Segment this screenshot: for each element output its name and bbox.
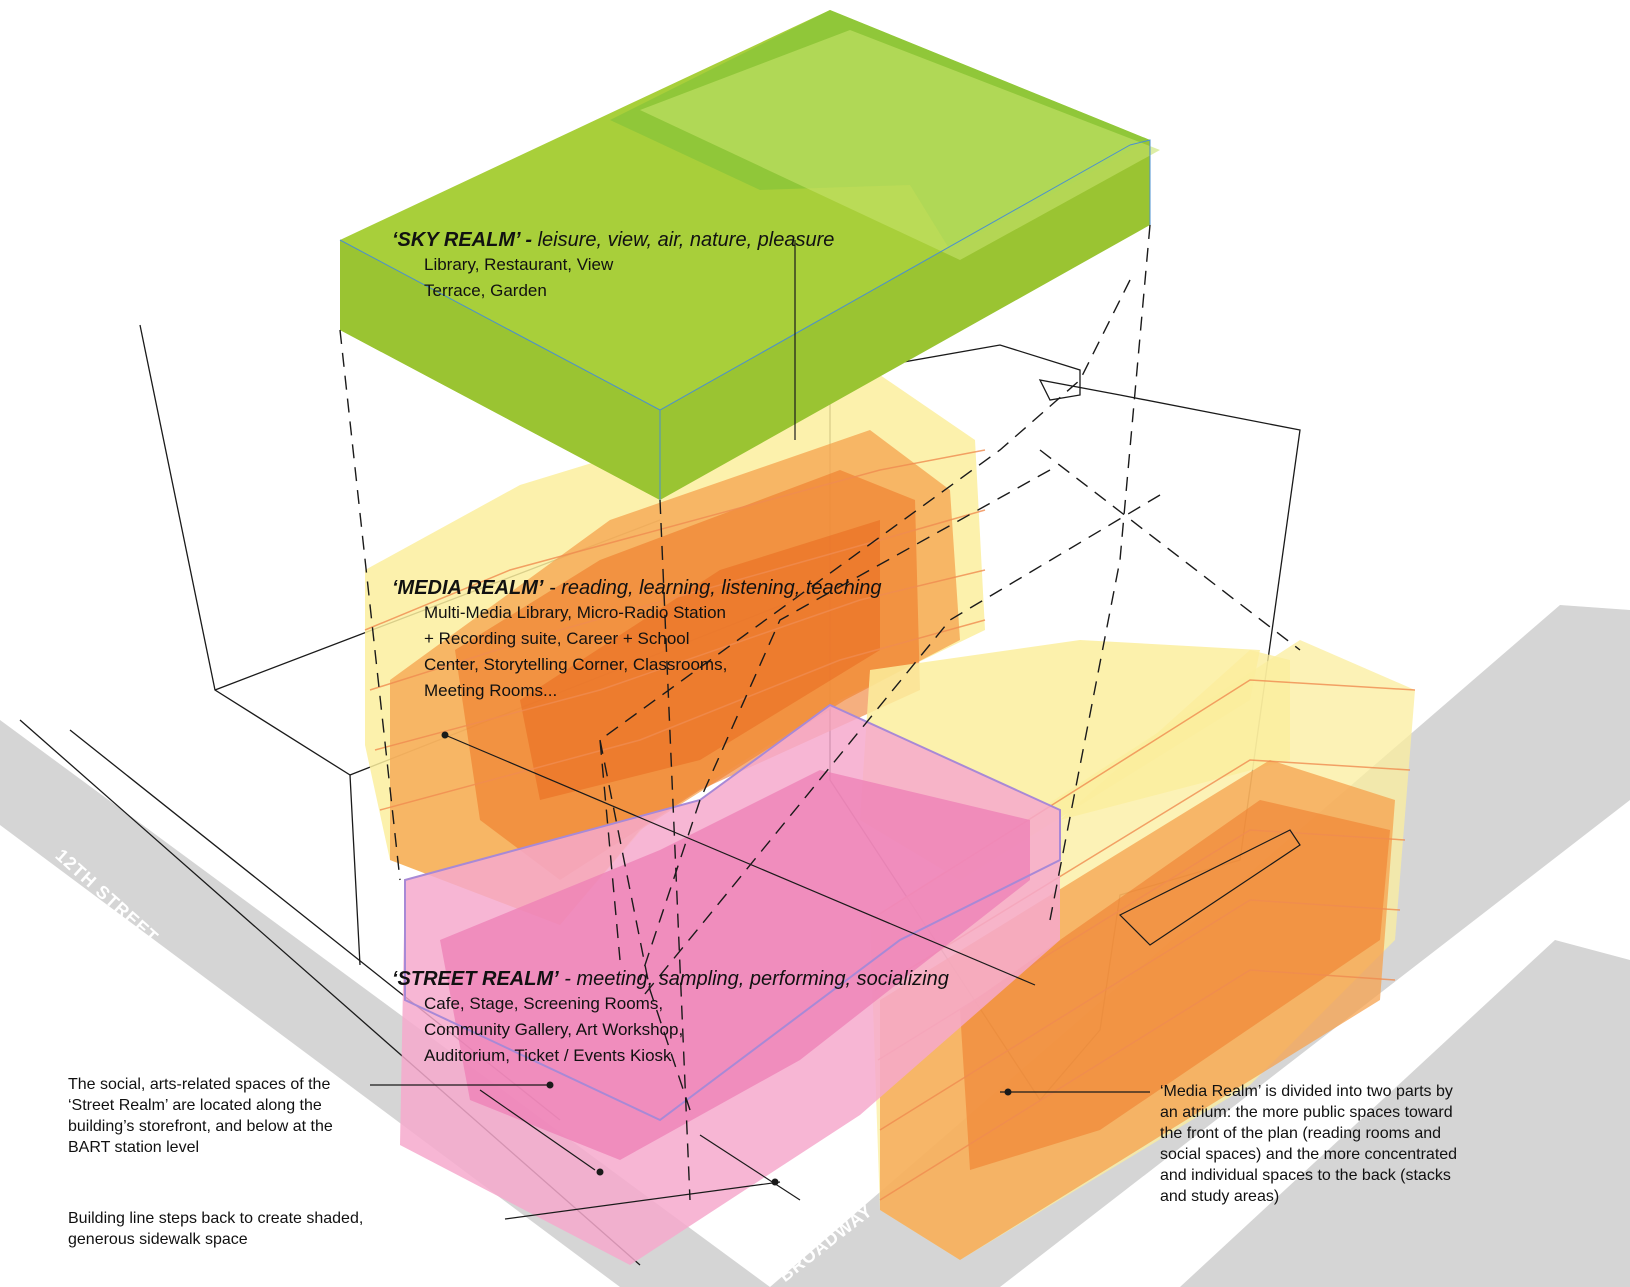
media-realm-name: ‘MEDIA REALM’ xyxy=(392,577,544,599)
note-line: an atrium: the more public spaces toward xyxy=(1160,1104,1453,1121)
note-line: the front of the plan (reading rooms and xyxy=(1160,1125,1442,1142)
broadway-street-band-2 xyxy=(1180,940,1630,1287)
media-realm-item: Center, Storytelling Corner, Classrooms, xyxy=(424,655,728,674)
note-line: ‘Media Realm’ is divided into two parts … xyxy=(1160,1083,1453,1100)
street-realm-item: Auditorium, Ticket / Events Kiosk xyxy=(424,1046,672,1065)
note-line: Building line steps back to create shade… xyxy=(68,1210,364,1227)
media-realm-note: ‘Media Realm’ is divided into two parts … xyxy=(1160,1081,1457,1207)
media-realm-items: Multi-Media Library, Micro-Radio Station… xyxy=(424,600,881,704)
street-realm-note: The social, arts-related spaces of the ‘… xyxy=(68,1074,333,1158)
sky-realm-item: Library, Restaurant, View xyxy=(424,255,614,274)
note-line: generous sidewalk space xyxy=(68,1231,248,1248)
note-line: The social, arts-related spaces of the xyxy=(68,1076,331,1093)
sky-realm-item: Terrace, Garden xyxy=(424,281,547,300)
media-realm-item: + Recording suite, Career + School xyxy=(424,629,690,648)
note-line: BART station level xyxy=(68,1139,200,1156)
media-realm-volume xyxy=(364,375,1416,1260)
leader-lines xyxy=(370,240,1150,1220)
leader-dots xyxy=(441,731,1012,1186)
media-realm-keywords: - reading, learning, listening, teaching xyxy=(549,577,882,599)
media-realm-item: Meeting Rooms... xyxy=(424,681,558,700)
projection-lines xyxy=(339,224,1301,1201)
note-line: and individual spaces to the back (stack… xyxy=(1160,1167,1451,1184)
street-realm-label: ‘STREET REALM’ - meeting, sampling, perf… xyxy=(392,967,949,1069)
media-realm-label: ‘MEDIA REALM’ - reading, learning, liste… xyxy=(392,576,881,704)
street-realm-item: Cafe, Stage, Screening Rooms, xyxy=(424,994,664,1013)
sky-realm-name: ‘SKY REALM’ - xyxy=(392,229,533,251)
sky-realm-volume xyxy=(339,10,1160,500)
media-realm-item: Multi-Media Library, Micro-Radio Station xyxy=(424,603,727,622)
note-line: social spaces) and the more concentrated xyxy=(1160,1146,1458,1163)
street-realm-volume xyxy=(400,703,1061,1265)
street-realm-name: ‘STREET REALM’ xyxy=(392,968,559,990)
building-line-note: Building line steps back to create shade… xyxy=(68,1208,363,1250)
street-realm-items: Cafe, Stage, Screening Rooms, Community … xyxy=(424,991,949,1069)
sky-realm-items: Library, Restaurant, View Terrace, Garde… xyxy=(424,252,834,304)
note-line: and study areas) xyxy=(1160,1188,1280,1205)
sky-realm-label: ‘SKY REALM’ - leisure, view, air, nature… xyxy=(392,228,834,304)
street-realm-item: Community Gallery, Art Workshop, xyxy=(424,1020,684,1039)
note-line: building’s storefront, and below at the xyxy=(68,1118,333,1135)
note-line: ‘Street Realm’ are located along the xyxy=(68,1097,322,1114)
sky-realm-keywords: leisure, view, air, nature, pleasure xyxy=(537,229,835,251)
street-realm-keywords: - meeting, sampling, performing, sociali… xyxy=(564,968,949,990)
